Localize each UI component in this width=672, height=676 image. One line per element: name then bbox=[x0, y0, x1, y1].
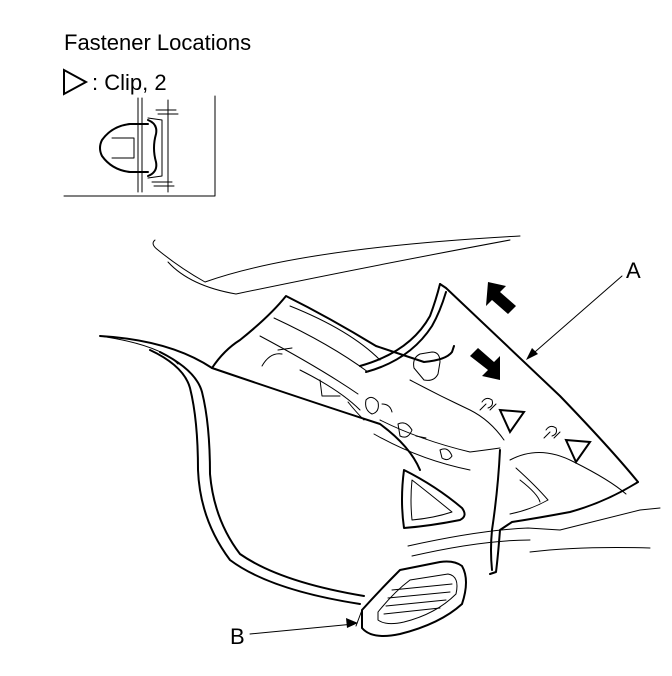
legend-text: : Clip, 2 bbox=[92, 70, 167, 95]
motion-arrows bbox=[470, 282, 516, 380]
dash-lower-strip bbox=[407, 507, 661, 557]
callout-b: B bbox=[230, 618, 358, 649]
arrow-down-icon bbox=[470, 348, 500, 380]
callout-b-label: B bbox=[230, 624, 245, 649]
clip-marker-upper bbox=[479, 397, 526, 435]
triangle-outline-icon bbox=[63, 68, 89, 96]
diagram-title: Fastener Locations bbox=[64, 30, 251, 55]
left-panel-detail bbox=[259, 305, 505, 529]
arrow-up-icon bbox=[486, 282, 516, 314]
pillar-trim-panel bbox=[359, 283, 639, 575]
dashboard-outline bbox=[99, 295, 455, 605]
callout-a: A bbox=[526, 258, 641, 360]
clip-detail-inset bbox=[63, 95, 216, 197]
triangle-outline-icon bbox=[498, 408, 526, 435]
windshield-header bbox=[152, 235, 521, 295]
callout-a-label: A bbox=[626, 258, 641, 283]
legend: : Clip, 2 bbox=[63, 68, 167, 96]
air-vent bbox=[355, 560, 467, 637]
clip-marker-lower bbox=[543, 425, 592, 465]
triangle-outline-icon bbox=[564, 438, 592, 465]
